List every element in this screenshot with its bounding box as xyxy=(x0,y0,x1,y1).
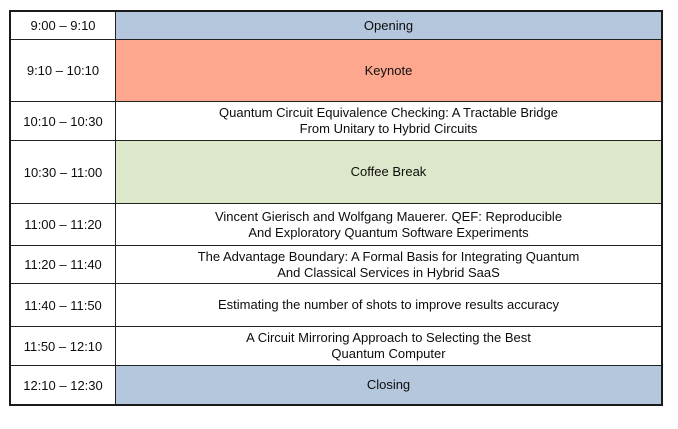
session-title-line: And Classical Services in Hybrid SaaS xyxy=(277,264,500,280)
session-title-line: Estimating the number of shots to improv… xyxy=(217,297,560,312)
time-cell: 10:30 – 11:00 xyxy=(11,141,116,203)
session-title-line: From Unitary to Hybrid Circuits xyxy=(299,121,478,136)
schedule-row: 9:00 – 9:10 Opening xyxy=(11,12,661,39)
session-cell: Quantum Circuit Equivalence Checking: A … xyxy=(116,102,661,140)
time-cell: 12:10 – 12:30 xyxy=(11,366,116,404)
schedule-table: 9:00 – 9:10 Opening 9:10 – 10:10 Keynote… xyxy=(9,10,663,406)
session-cell: Vincent Gierisch and Wolfgang Mauerer. Q… xyxy=(116,204,661,245)
session-cell: A Circuit Mirroring Approach to Selectin… xyxy=(116,327,661,365)
session-title-line: Vincent Gierisch and Wolfgang Mauerer. Q… xyxy=(214,208,563,224)
schedule-row: 11:00 – 11:20 Vincent Gierisch and Wolfg… xyxy=(11,203,661,245)
schedule-row: 11:50 – 12:10 A Circuit Mirroring Approa… xyxy=(11,326,661,365)
time-cell: 10:10 – 10:30 xyxy=(11,102,116,140)
session-title-line: Coffee Break xyxy=(350,164,427,179)
session-title-line: Opening xyxy=(363,17,414,33)
session-cell: Coffee Break xyxy=(116,141,661,203)
time-cell: 9:00 – 9:10 xyxy=(11,12,116,39)
schedule-row: 10:10 – 10:30 Quantum Circuit Equivalenc… xyxy=(11,101,661,140)
session-title-line: Quantum Computer xyxy=(331,346,446,361)
session-cell: Estimating the number of shots to improv… xyxy=(116,284,661,326)
session-title-line: Closing xyxy=(366,377,411,392)
schedule-row: 11:20 – 11:40 The Advantage Boundary: A … xyxy=(11,245,661,283)
time-cell: 9:10 – 10:10 xyxy=(11,40,116,101)
time-cell: 11:50 – 12:10 xyxy=(11,327,116,365)
schedule-row: 11:40 – 11:50 Estimating the number of s… xyxy=(11,283,661,326)
schedule-row: 10:30 – 11:00 Coffee Break xyxy=(11,140,661,203)
schedule-row: 12:10 – 12:30 Closing xyxy=(11,365,661,404)
session-cell: Keynote xyxy=(116,40,661,101)
time-cell: 11:20 – 11:40 xyxy=(11,246,116,283)
schedule-row: 9:10 – 10:10 Keynote xyxy=(11,39,661,101)
session-title-line: Quantum Circuit Equivalence Checking: A … xyxy=(219,105,558,120)
session-cell: The Advantage Boundary: A Formal Basis f… xyxy=(116,246,661,283)
session-title-line: And Exploratory Quantum Software Experim… xyxy=(248,224,529,240)
session-title-line: The Advantage Boundary: A Formal Basis f… xyxy=(197,248,580,264)
session-title-line: Keynote xyxy=(364,62,413,78)
time-cell: 11:00 – 11:20 xyxy=(11,204,116,245)
session-cell: Opening xyxy=(116,12,661,39)
session-title-line: A Circuit Mirroring Approach to Selectin… xyxy=(246,330,531,345)
time-cell: 11:40 – 11:50 xyxy=(11,284,116,326)
session-cell: Closing xyxy=(116,366,661,404)
